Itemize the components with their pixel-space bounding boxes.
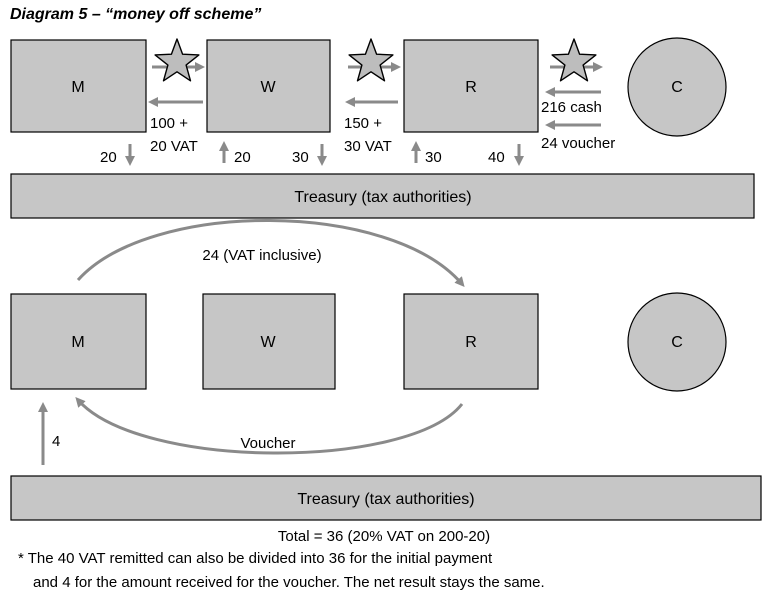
voucher-c-r-label: 24 voucher (541, 135, 615, 152)
star-icon-m-w (154, 38, 200, 82)
node-w-label: W (260, 334, 276, 351)
curve-arrow-r-m (75, 397, 464, 455)
node-m-label: M (71, 79, 84, 96)
star-icon-w-r (348, 38, 394, 82)
node-c-label: C (671, 79, 683, 96)
node-w-top: W (206, 39, 331, 133)
treasury-top: Treasury (tax authorities) (10, 173, 755, 219)
payment-r-w-line1: 150 + (344, 115, 382, 132)
node-r-bottom: R (403, 293, 539, 390)
star-icon-r-c (551, 38, 597, 82)
node-c-label: C (671, 334, 683, 351)
node-m-label: M (71, 334, 84, 351)
node-w-bottom: W (202, 293, 336, 390)
node-c-top: C (627, 37, 727, 137)
total-label: Total = 36 (20% VAT on 200-20) (278, 528, 490, 545)
payment-w-m-line2: 20 VAT (150, 138, 198, 155)
treasury-bottom-label: Treasury (tax authorities) (297, 491, 474, 508)
payment-r-w-line2: 30 VAT (344, 138, 392, 155)
node-r-label: R (465, 79, 477, 96)
vat-treasury-m-label: 4 (52, 433, 60, 450)
node-m-top: M (10, 39, 147, 133)
footnote-line-2: and 4 for the amount received for the vo… (33, 574, 545, 591)
node-c-bottom: C (627, 292, 727, 392)
cash-c-r-label: 216 cash (541, 99, 602, 116)
node-w-label: W (260, 79, 276, 96)
curve-r-m-label: Voucher (240, 435, 295, 452)
node-r-top: R (403, 39, 539, 133)
vat-treasury-w-label: 20 (234, 149, 251, 166)
payment-w-m-line1: 100 + (150, 115, 188, 132)
vat-w-treasury-label: 30 (292, 149, 309, 166)
curve-m-r-label: 24 (VAT inclusive) (202, 247, 321, 264)
vat-treasury-r-label: 30 (425, 149, 442, 166)
treasury-top-label: Treasury (tax authorities) (294, 189, 471, 206)
vat-m-treasury-label: 20 (100, 149, 117, 166)
diagram-title: Diagram 5 – “money off scheme” (10, 6, 262, 23)
node-m-bottom: M (10, 293, 147, 390)
footnote-line-1: * The 40 VAT remitted can also be divide… (18, 550, 493, 567)
curve-arrow-m-r (76, 219, 465, 288)
vat-r-treasury-label: 40 (488, 149, 505, 166)
node-r-label: R (465, 334, 477, 351)
treasury-bottom: Treasury (tax authorities) (10, 475, 762, 521)
